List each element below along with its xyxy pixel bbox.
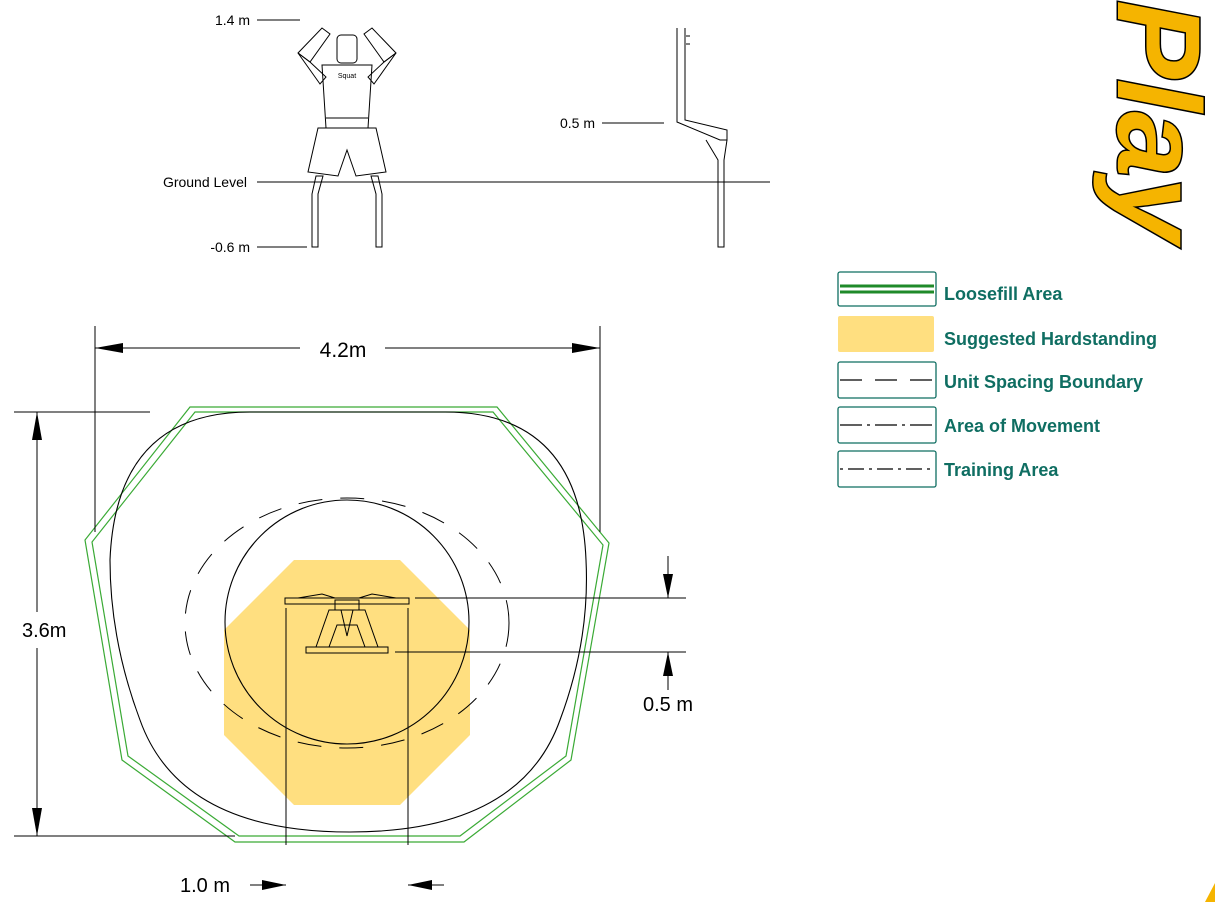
elevation-labels: 1.4 m Ground Level -0.6 m 0.5 m	[163, 12, 595, 255]
figure-shorts	[307, 127, 387, 177]
bottom-dimension	[250, 608, 444, 890]
plan-labels: 4.2m 3.6m 0.5 m 1.0 m	[22, 339, 693, 897]
figure-head	[336, 34, 358, 64]
legend-label-hardstanding: Suggested Hardstanding	[944, 329, 1157, 349]
legend-item-training-area: Training Area	[837, 450, 1059, 488]
legend: Loosefill Area Suggested Hardstanding Un…	[837, 271, 1157, 488]
width-dimension	[94, 326, 601, 532]
figure-right-post	[370, 175, 383, 248]
side-arrow-bottom	[663, 652, 673, 676]
unit-center-block	[334, 599, 360, 611]
unit-right-arm	[358, 593, 397, 599]
legend-item-loosefill: Loosefill Area	[837, 271, 1063, 307]
width-arrow-right	[572, 343, 600, 353]
plan-view	[14, 326, 686, 890]
figure-right-upperarm	[367, 52, 397, 85]
legend-label-unit-spacing: Unit Spacing Boundary	[944, 372, 1143, 392]
side-arrow-top	[663, 574, 673, 598]
loosefill-outer-outline	[84, 406, 610, 843]
area-of-movement	[184, 497, 510, 749]
unit-top-view	[284, 593, 410, 654]
label-depth: 3.6m	[22, 620, 66, 642]
legend-item-hardstanding: Suggested Hardstanding	[838, 316, 1157, 352]
loosefill-inner-outline	[91, 411, 604, 837]
width-arrow-left	[95, 343, 123, 353]
figure-left-upperarm	[297, 52, 327, 85]
side-elevation-post	[676, 28, 728, 248]
label-ground-level: Ground Level	[163, 174, 247, 190]
side-dimension	[395, 556, 686, 690]
figure-shirt-text: Squat	[338, 73, 356, 80]
unit-foot	[305, 646, 389, 654]
corner-accent	[1205, 883, 1215, 902]
unit-left-arm	[297, 593, 336, 599]
bottom-arrow-right	[408, 880, 432, 890]
side-post-support	[705, 139, 728, 248]
side-post-backrest	[676, 28, 728, 141]
depth-arrow-top	[32, 412, 42, 440]
hardstanding-area	[224, 560, 470, 805]
unit-bar	[284, 597, 410, 605]
legend-label-loosefill: Loosefill Area	[944, 284, 1063, 304]
training-area	[224, 499, 470, 745]
depth-dimension	[14, 411, 235, 837]
squat-figure	[297, 27, 397, 248]
legend-label-training-area: Training Area	[944, 460, 1059, 480]
label-side-clearance: 0.5 m	[643, 694, 693, 716]
label-bottom-clearance: 1.0 m	[180, 875, 230, 897]
label-bottom-depth: -0.6 m	[210, 239, 250, 255]
label-top-height: 1.4 m	[215, 12, 250, 28]
legend-item-area-of-movement: Area of Movement	[837, 406, 1100, 444]
bottom-arrow-left	[262, 880, 286, 890]
label-width: 4.2m	[320, 339, 367, 362]
label-side-height: 0.5 m	[560, 115, 595, 131]
legend-item-unit-spacing: Unit Spacing Boundary	[837, 361, 1143, 399]
figure-left-post	[311, 175, 324, 248]
elevation-view: Squat	[257, 19, 770, 248]
depth-arrow-bottom	[32, 808, 42, 836]
logo-text: Play	[1092, 0, 1215, 248]
legend-label-area-of-movement: Area of Movement	[944, 416, 1100, 436]
unit-spacing-boundary	[109, 411, 587, 833]
brand-logo: Play	[1091, 0, 1215, 250]
